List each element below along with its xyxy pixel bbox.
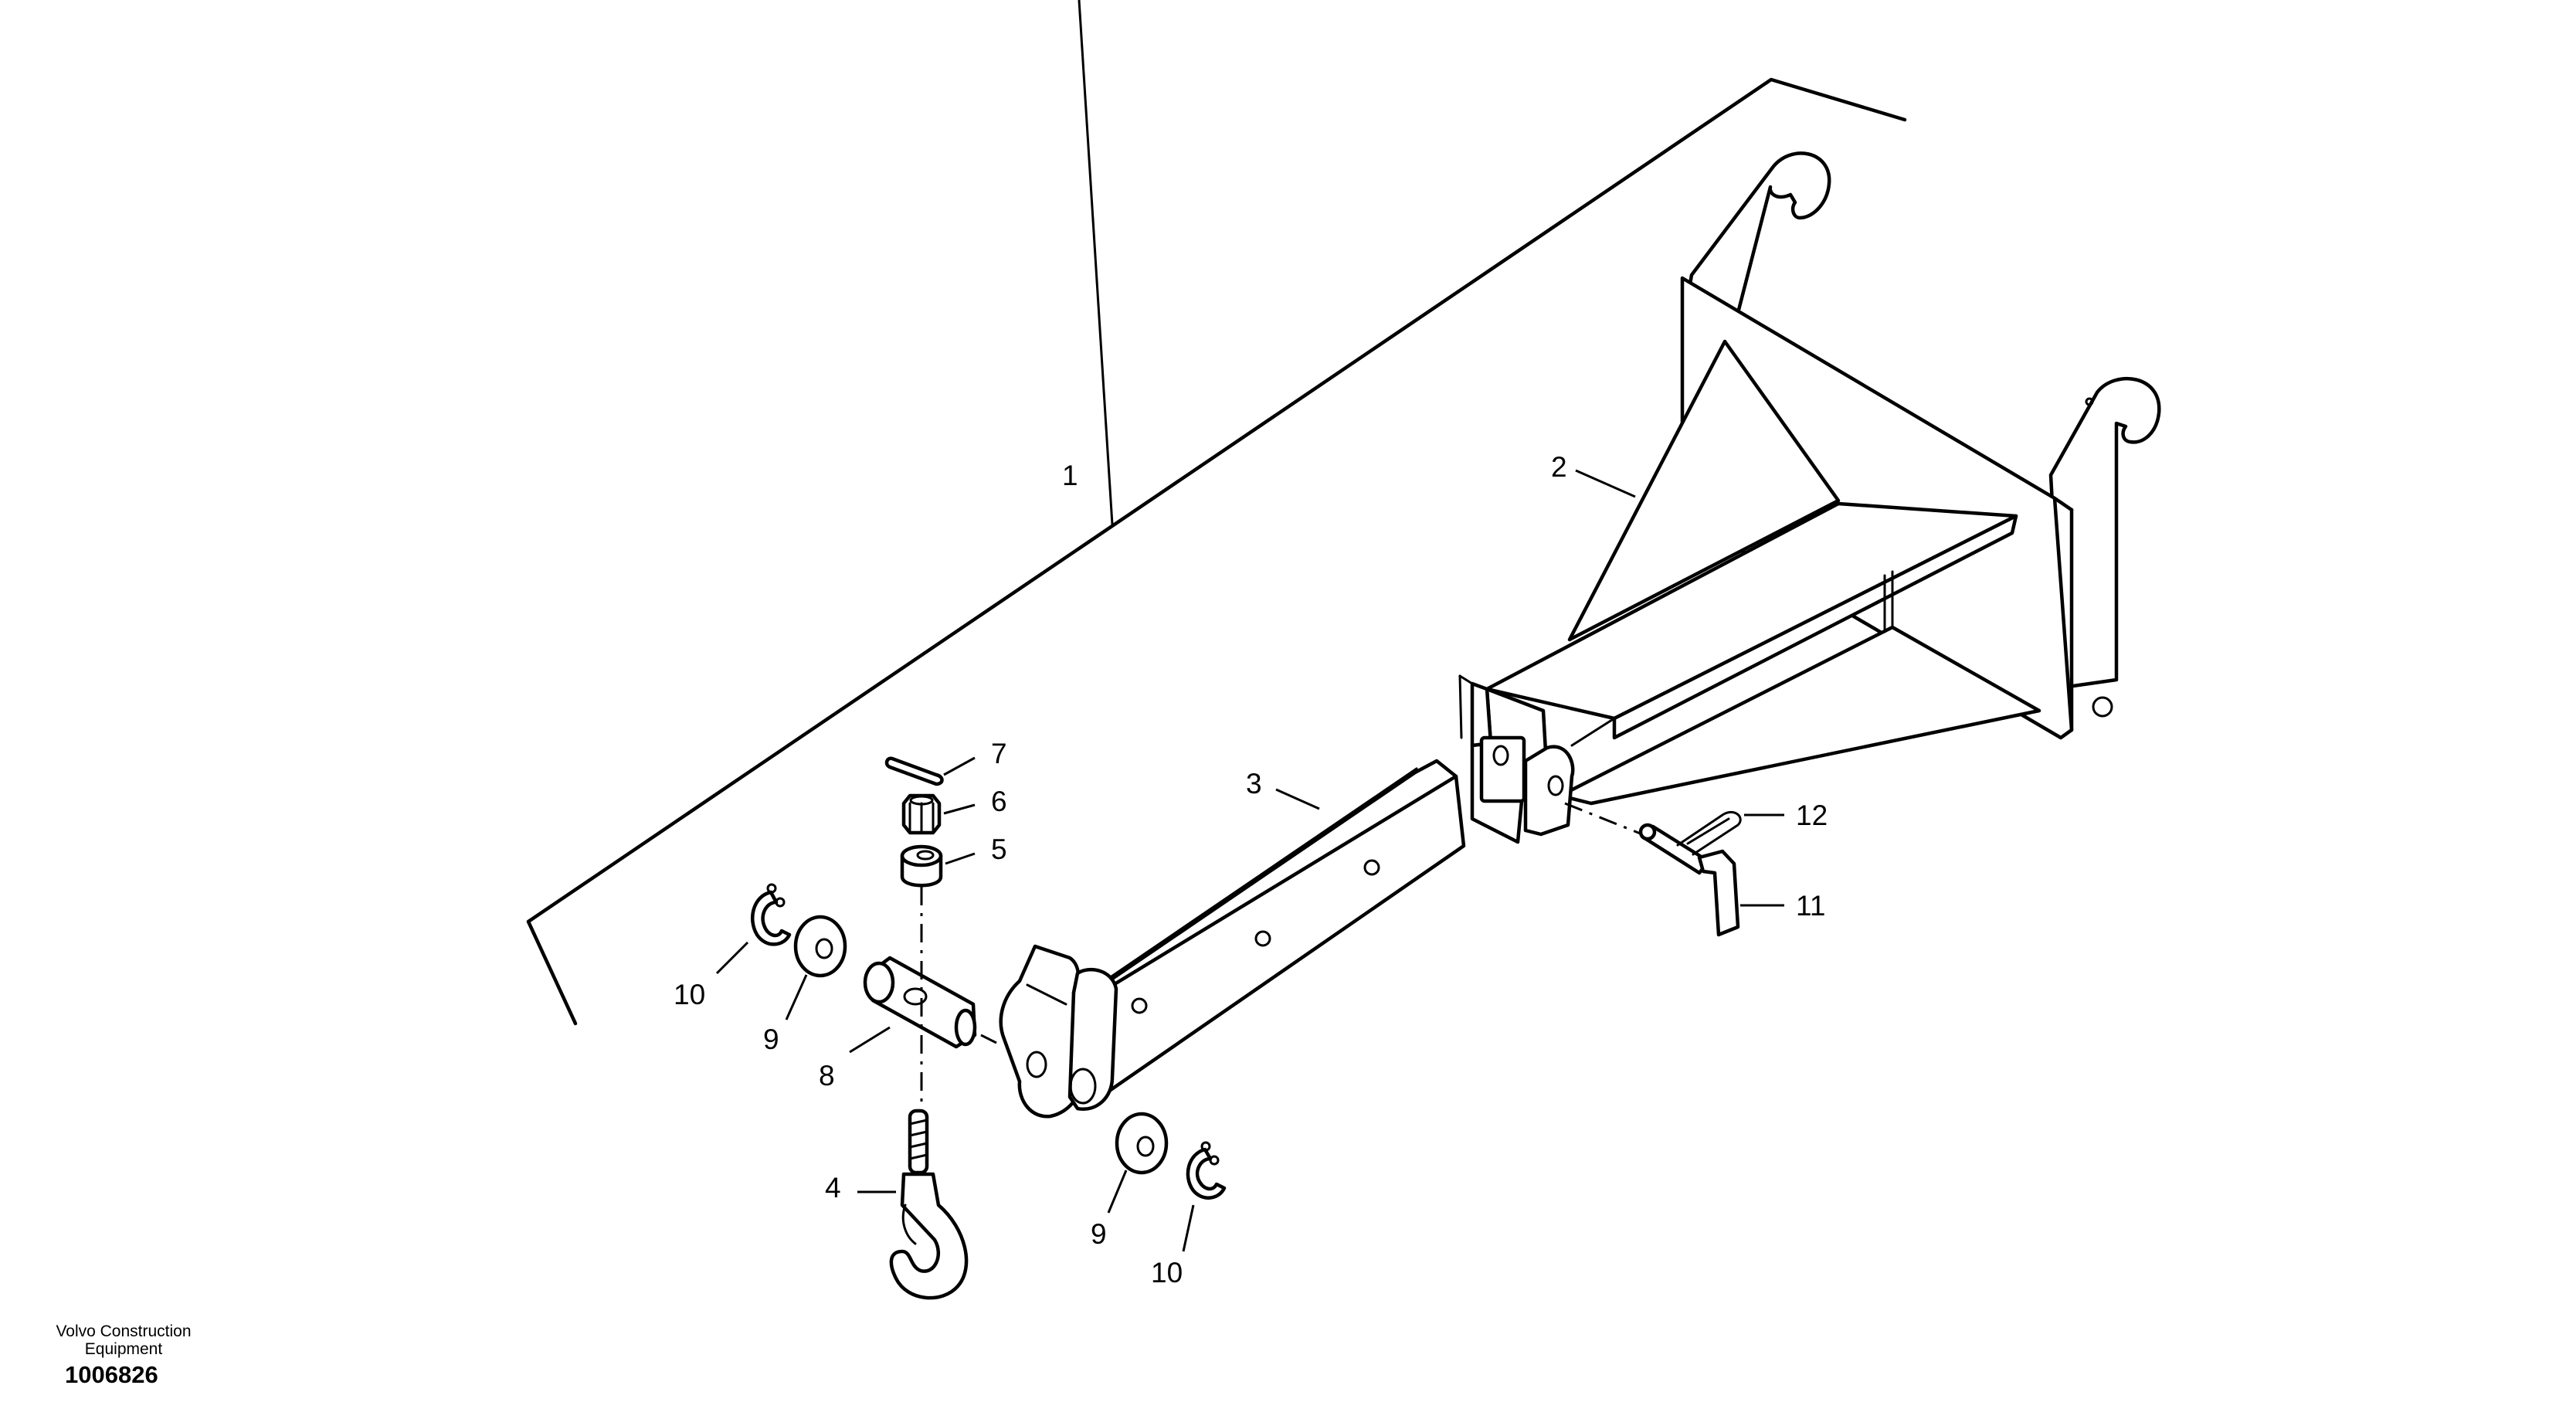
- callout-4: 4: [825, 1172, 841, 1204]
- part-washer-left: [793, 915, 847, 978]
- callout-12: 12: [1796, 800, 1828, 831]
- company-name: Volvo Construction Equipment: [23, 1322, 224, 1358]
- drawing-number: 1006826: [65, 1361, 158, 1388]
- assembly-bracket-line: [526, 0, 1907, 1026]
- part-washer-right: [1115, 1112, 1169, 1175]
- part-split-pin: [884, 756, 944, 786]
- company-name-line-2: Equipment: [84, 1340, 163, 1358]
- callout-1: 1: [1062, 460, 1078, 491]
- part-circlip-right: [1186, 1141, 1227, 1200]
- callout-9-left: 9: [763, 1024, 779, 1055]
- company-name-line-1: Volvo Construction: [56, 1322, 192, 1340]
- callout-8: 8: [819, 1060, 835, 1092]
- part-hook: [889, 1109, 969, 1300]
- part-castle-nut: [901, 793, 942, 835]
- callout-labels: 1 2 3 4 5 6 7 8 9 9 10 10 11 12: [674, 451, 1828, 1288]
- part-mounting-frame: [1458, 151, 2161, 844]
- part-spacer: [900, 844, 943, 888]
- callout-10-right: 10: [1151, 1257, 1183, 1288]
- callout-7: 7: [991, 738, 1007, 769]
- callout-6: 6: [991, 786, 1007, 817]
- part-circlip-left: [750, 883, 792, 946]
- callout-3: 3: [1246, 768, 1262, 800]
- callout-2: 2: [1551, 451, 1567, 483]
- callout-10-left: 10: [674, 979, 705, 1010]
- part-locking-pin: [1564, 802, 1740, 937]
- callout-5: 5: [991, 834, 1007, 865]
- part-linch-clip: [1676, 810, 1742, 856]
- part-drawbar: [999, 759, 1466, 1119]
- callout-9-right: 9: [1091, 1218, 1107, 1250]
- callout-11: 11: [1796, 890, 1825, 922]
- leader-lines: [715, 469, 1784, 1252]
- part-pin: [863, 887, 997, 1109]
